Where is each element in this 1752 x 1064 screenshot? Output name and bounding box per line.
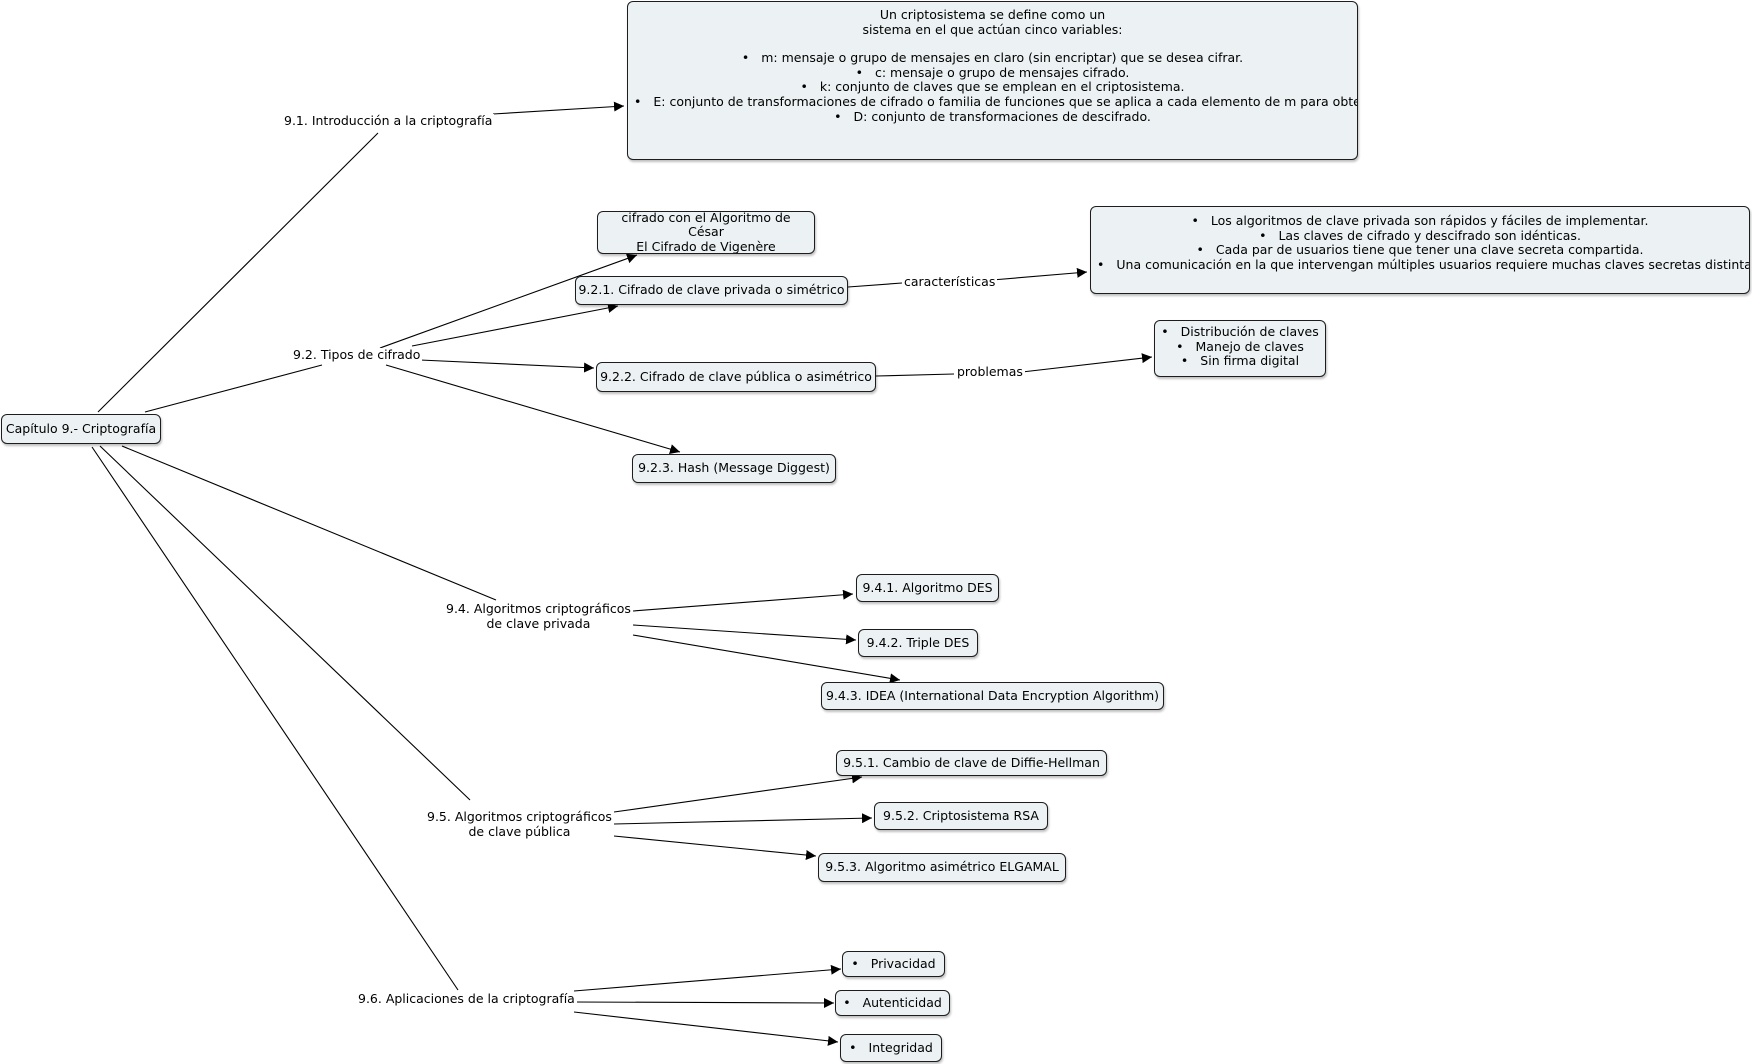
arrow-types-hash [385,364,681,454]
privacy-node[interactable]: Privacidad [842,951,945,977]
feature-item: Una comunicación en la que intervengan m… [1097,257,1749,273]
problem-item: Sin firma digital [1161,354,1319,369]
cryptosystem-definition-box[interactable]: Un criptosistema se define como un siste… [627,1,1358,160]
arrow-privalgos-3des [632,624,857,645]
elgamal-node[interactable]: 9.5.3. Algoritmo asimétrico ELGAMAL [818,853,1066,882]
definition-item: c: mensaje o grupo de mensajes cifrado. [634,65,1351,81]
arrow-pubalgos-elgamal [613,835,817,860]
arrow-apps-autenticidad [573,997,835,1008]
link-root-pubalgos [99,445,471,801]
arrow-privalgos-des [632,589,854,612]
arrow-types-public [419,359,595,373]
arrow-pubalgos-rsa [613,813,873,825]
private-key-features-box[interactable]: Los algoritmos de clave privada son rápi… [1090,206,1750,294]
arrow-apps-integridad [573,1011,839,1046]
intro-label[interactable]: 9.1. Introducción a la criptografía [282,113,495,129]
definition-item: k: conjunto de claves que se emplean en … [634,80,1351,95]
public-key-node[interactable]: 9.2.2. Cifrado de clave pública o asimét… [596,362,876,392]
integrity-item: Integridad [849,1040,933,1056]
link-public-problems [875,373,955,377]
authenticity-node[interactable]: Autenticidad [835,990,950,1016]
features-list: Los algoritmos de clave privada son rápi… [1097,213,1749,273]
triple-des-node[interactable]: 9.4.2. Triple DES [858,629,978,657]
feature-item: Los algoritmos de clave privada son rápi… [1097,213,1743,229]
integrity-node[interactable]: Integridad [840,1034,942,1062]
hash-node[interactable]: 9.2.3. Hash (Message Diggest) [632,454,836,483]
feature-item: Cada par de usuarios tiene que tener una… [1097,243,1743,258]
public-algorithms-label[interactable]: 9.5. Algoritmos criptográficos de clave … [425,809,614,840]
rsa-node[interactable]: 9.5.2. Criptosistema RSA [874,802,1048,830]
arrow-apps-privacidad [573,964,842,992]
applications-label[interactable]: 9.6. Aplicaciones de la criptografía [356,991,577,1007]
problem-item: Distribución de claves [1161,324,1319,340]
feature-item: Las claves de cifrado y descifrado son i… [1097,228,1743,244]
arrow-intro-definition [492,101,625,115]
problems-list: Distribución de claves Manejo de claves … [1161,324,1319,369]
link-private-features [847,282,903,288]
privacy-item: Privacidad [851,956,936,972]
arrow-private-features [991,267,1088,281]
features-link-label[interactable]: características [902,274,998,290]
idea-node[interactable]: 9.4.3. IDEA (International Data Encrypti… [821,682,1164,710]
authenticity-item: Autenticidad [843,995,942,1011]
classic-ciphers-node[interactable]: cifrado con el Algoritmo de César El Cif… [597,211,815,254]
types-label[interactable]: 9.2. Tipos de cifrado [291,347,423,363]
problems-link-label[interactable]: problemas [955,364,1025,380]
definition-item: m: mensaje o grupo de mensajes en claro … [634,51,1351,66]
definition-heading: Un criptosistema se define como un siste… [862,7,1123,37]
link-root-apps [91,446,459,991]
public-key-problems-box[interactable]: Distribución de claves Manejo de claves … [1154,320,1326,377]
des-node[interactable]: 9.4.1. Algoritmo DES [856,574,999,602]
definition-item: D: conjunto de transformaciones de desci… [634,109,1351,125]
arrow-pubalgos-dh [613,773,863,813]
root-node[interactable]: Capítulo 9.- Criptografía [1,414,161,444]
link-root-intro [97,132,379,413]
link-root-types [144,364,323,413]
arrow-types-classic [379,253,638,349]
link-root-privalgos [121,445,497,601]
arrow-types-private [411,302,619,347]
problem-item: Manejo de claves [1161,339,1319,355]
private-algorithms-label[interactable]: 9.4. Algoritmos criptográficos de clave … [444,601,633,632]
definition-item: E: conjunto de transformaciones de cifra… [634,94,1357,110]
arrow-privalgos-idea [632,634,901,684]
definition-list: m: mensaje o grupo de mensajes en claro … [634,51,1357,125]
arrow-public-problems [1021,353,1153,373]
diffie-hellman-node[interactable]: 9.5.1. Cambio de clave de Diffie-Hellman [836,750,1107,776]
private-key-node[interactable]: 9.2.1. Cifrado de clave privada o simétr… [575,276,848,305]
